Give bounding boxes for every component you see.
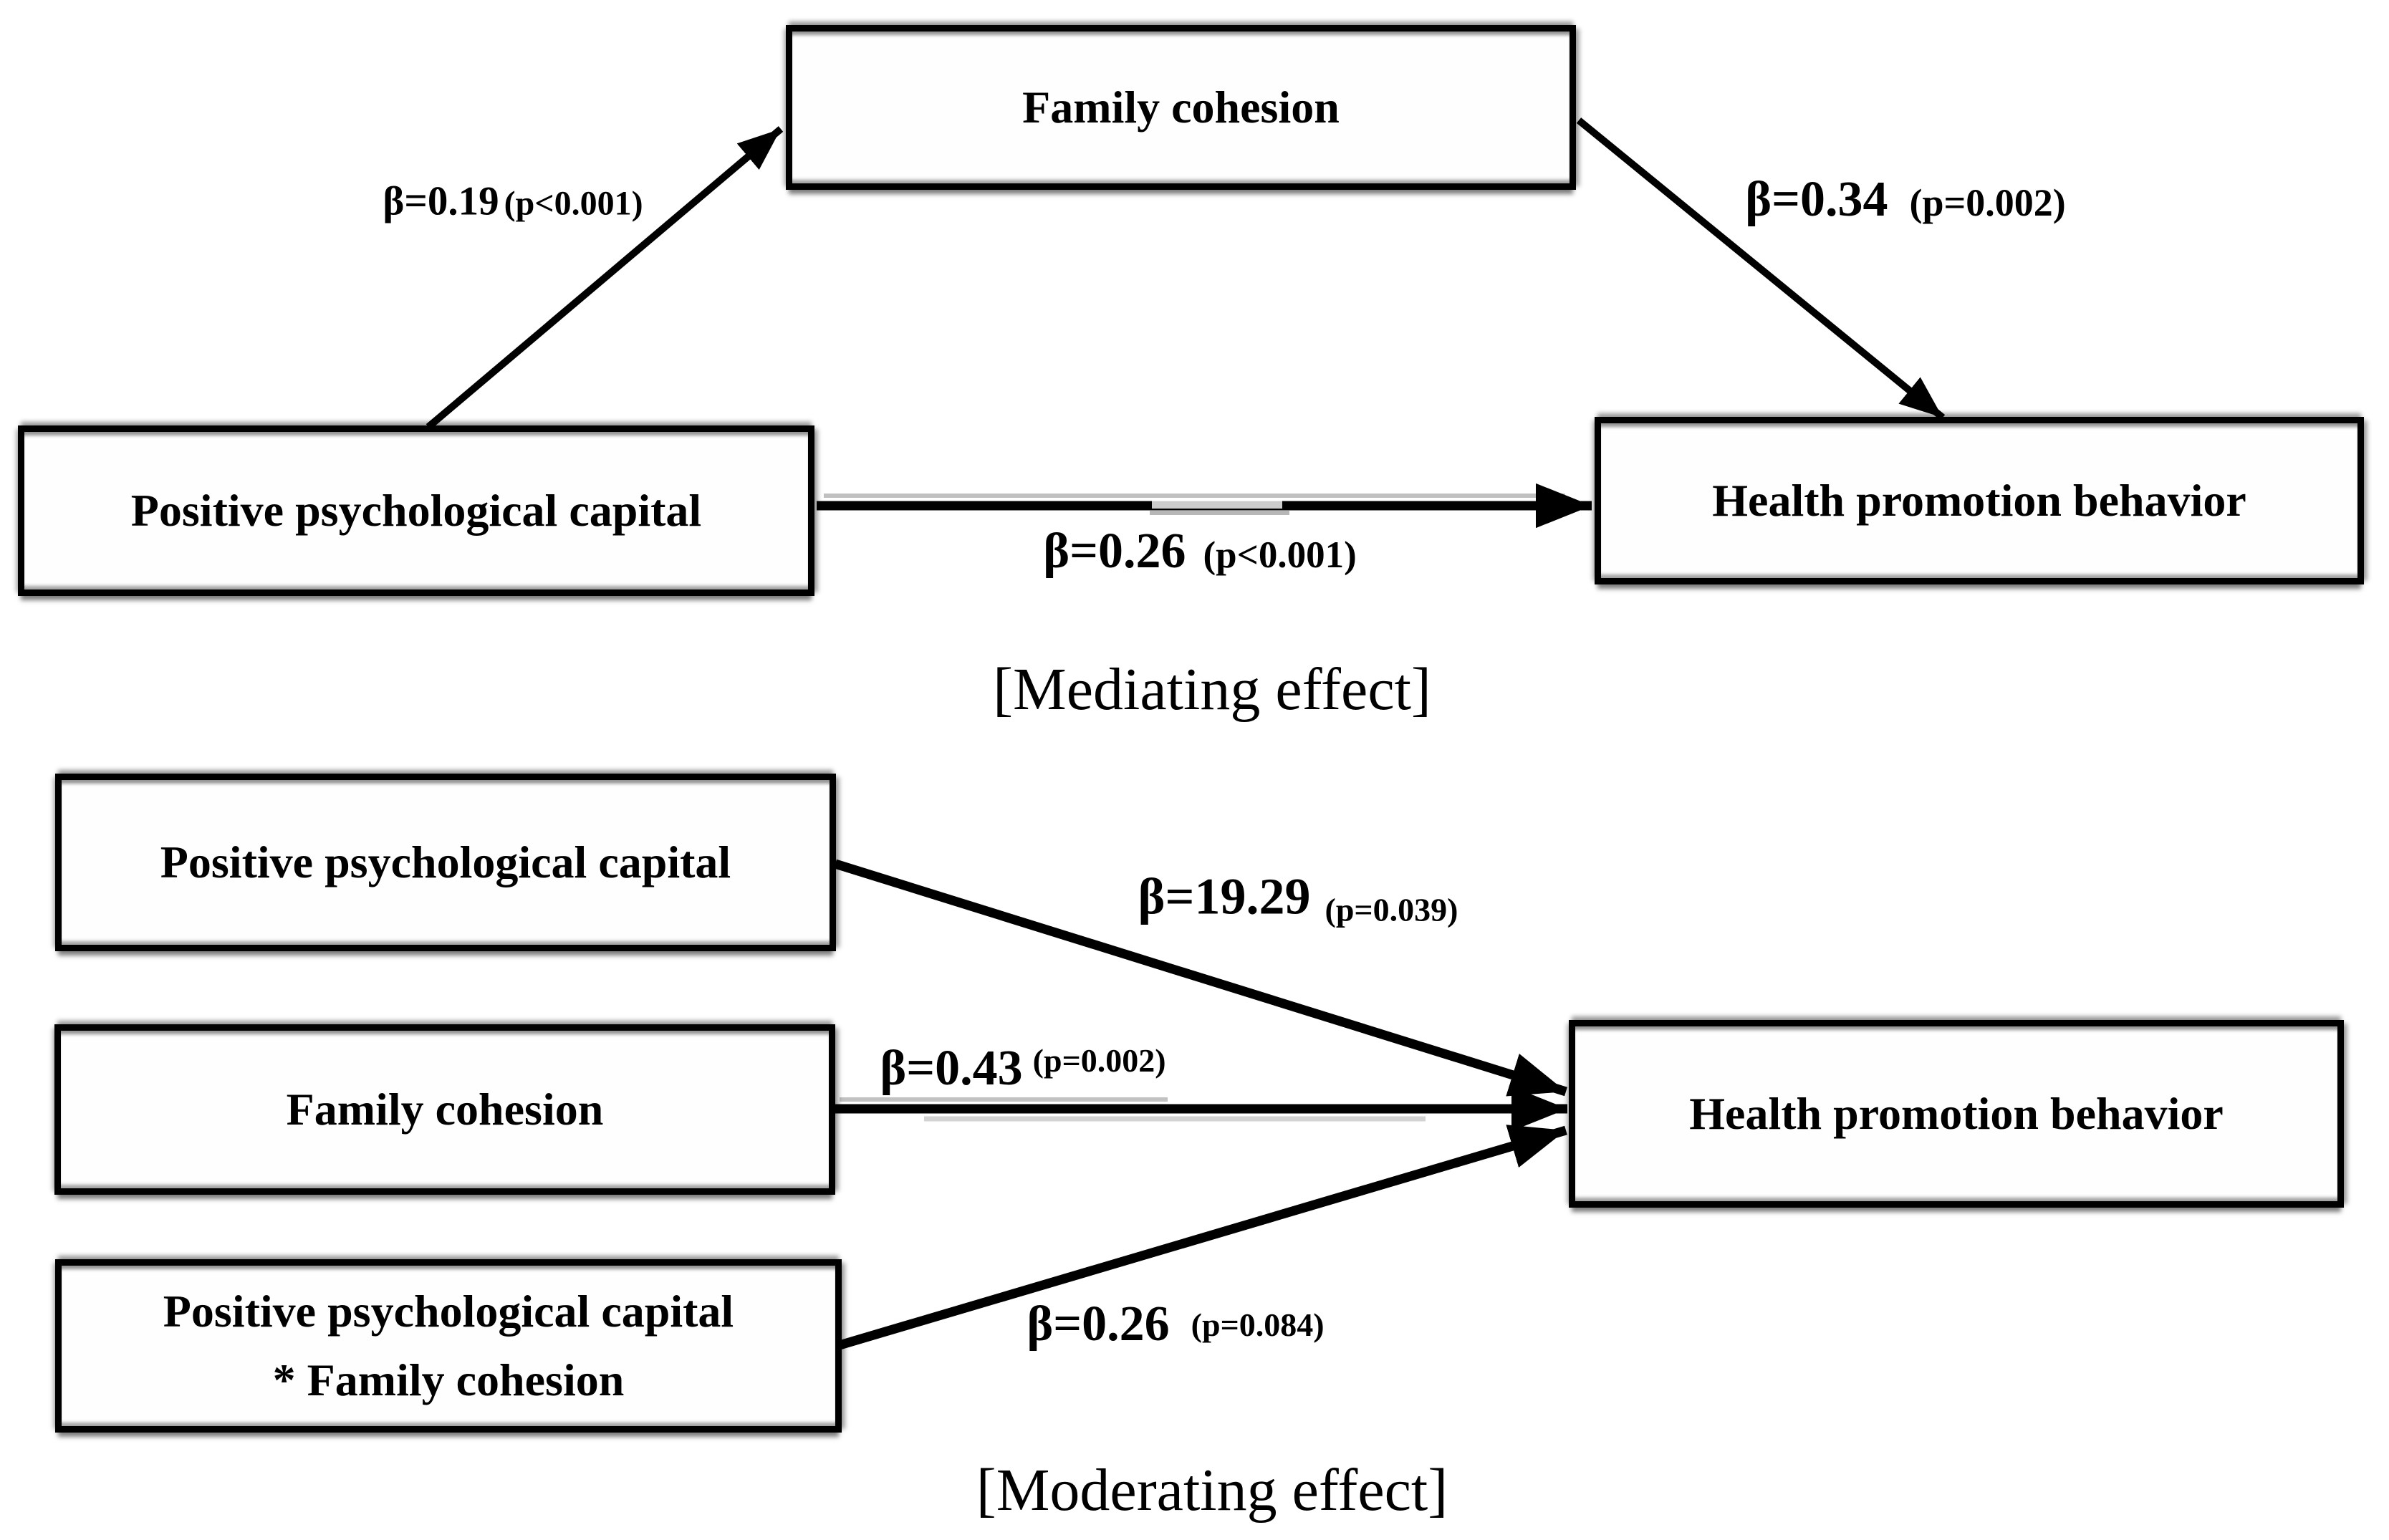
p-value: (p=0.002) xyxy=(1032,1042,1166,1079)
p-value: (p=0.002) xyxy=(1909,181,2066,224)
p-value: (p=0.084) xyxy=(1191,1306,1325,1343)
node-ppc-mediating: Positive psychological capital xyxy=(18,425,814,596)
beta-value: β=19.29 xyxy=(1138,867,1311,925)
beta-value: β=0.26 xyxy=(1043,524,1186,579)
node-hpb-mediating: Health promotion behavior xyxy=(1595,417,2364,584)
interaction-line-1: Positive psychological capital xyxy=(163,1286,734,1337)
arrow-ppc-to-family-cohesion xyxy=(426,126,784,430)
beta-value: β=0.43 xyxy=(880,1041,1023,1096)
node-family-cohesion-moderating: Family cohesion xyxy=(54,1024,835,1195)
caption-mediating-effect: [Mediating effect] xyxy=(993,656,1431,723)
scan-white-gap xyxy=(1152,498,1282,509)
coef-ppc-to-hpb: β=0.26 (p<0.001) xyxy=(1043,523,1357,580)
arrow-interaction-to-hpb xyxy=(838,1125,1567,1350)
beta-value: β=0.19 xyxy=(383,178,499,224)
caption-moderating-effect: [Moderating effect] xyxy=(976,1457,1448,1524)
node-label: Positive psychological capital xyxy=(160,837,731,887)
p-value: (p=0.039) xyxy=(1325,891,1458,928)
coef-family-cohesion-to-hpb-moderating: β=0.43 (p=0.002) xyxy=(880,1040,1165,1097)
node-label: Health promotion behavior xyxy=(1712,475,2246,526)
coef-interaction-to-hpb: β=0.26 (p=0.084) xyxy=(1027,1296,1324,1353)
node-hpb-moderating: Health promotion behavior xyxy=(1569,1020,2344,1208)
node-label: Family cohesion xyxy=(286,1084,604,1135)
beta-value: β=0.26 xyxy=(1027,1296,1170,1352)
p-value: (p<0.001) xyxy=(1203,534,1357,576)
node-family-cohesion-mediating: Family cohesion xyxy=(786,25,1576,190)
coef-ppc-to-family-cohesion: β=0.19 (p<0.001) xyxy=(383,178,643,225)
coef-ppc-to-hpb-moderating: β=19.29 (p=0.039) xyxy=(1138,867,1458,928)
node-label: Positive psychological capital * Family … xyxy=(163,1277,734,1415)
p-value: (p<0.001) xyxy=(504,184,643,223)
interaction-line-2: * Family cohesion xyxy=(272,1354,625,1405)
node-label: Health promotion behavior xyxy=(1689,1088,2224,1139)
node-label: Positive psychological capital xyxy=(130,485,702,536)
coef-family-cohesion-to-hpb: β=0.34 (p=0.002) xyxy=(1745,171,2066,228)
node-label: Family cohesion xyxy=(1022,82,1340,133)
beta-value: β=0.34 xyxy=(1745,172,1888,227)
node-ppc-moderating: Positive psychological capital xyxy=(55,774,836,951)
arrow-family-cohesion-to-hpb xyxy=(1576,117,1946,420)
node-interaction-term: Positive psychological capital * Family … xyxy=(55,1259,842,1433)
arrow-ppc-to-hpb-moderating xyxy=(834,859,1567,1097)
